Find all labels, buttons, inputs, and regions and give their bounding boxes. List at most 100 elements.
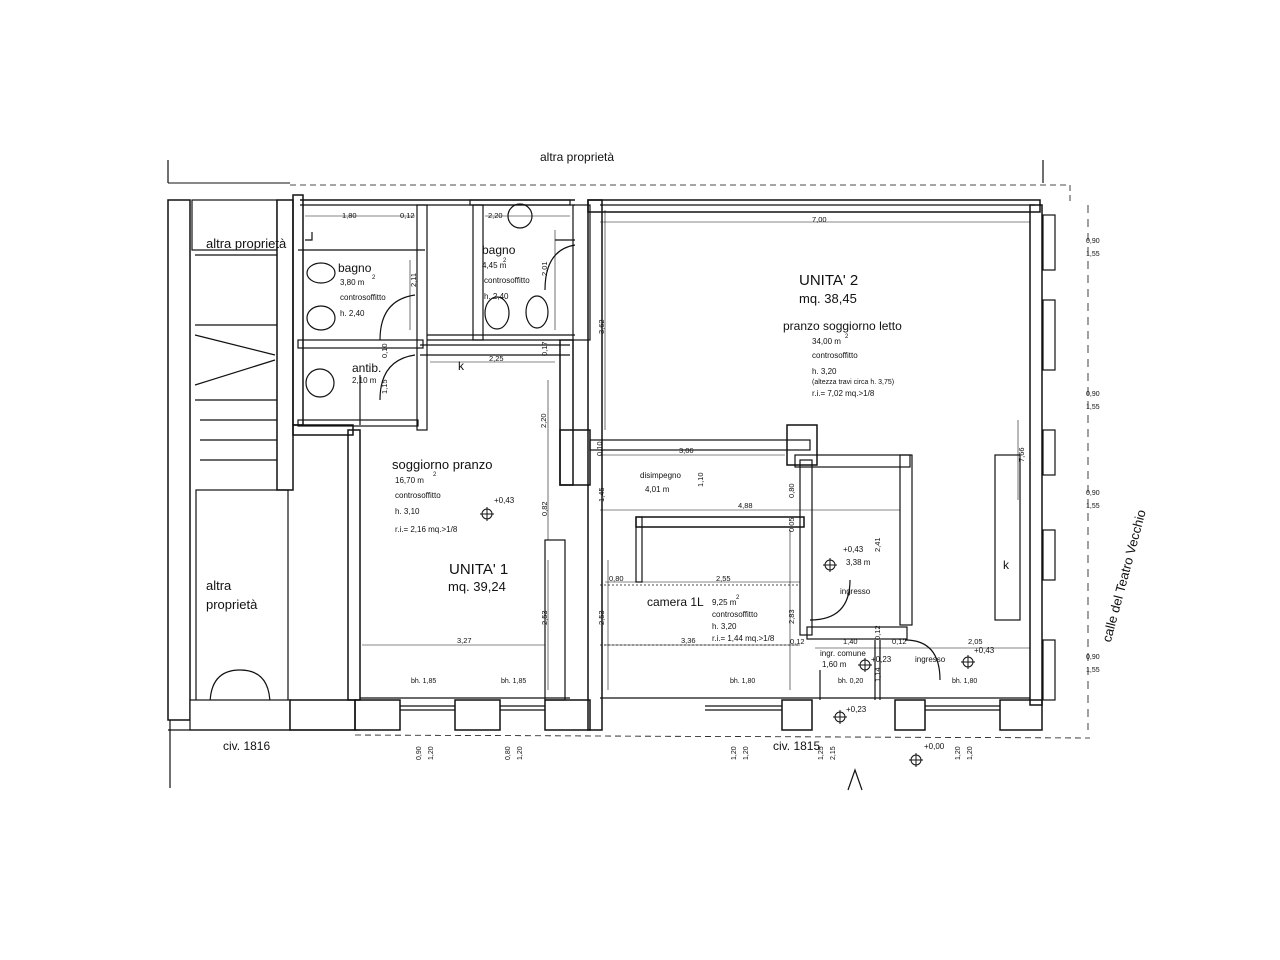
unit2-living-ceiling: controsoffitto	[812, 351, 858, 360]
window-bottom-b: 2,15	[830, 746, 837, 760]
unit2-camera-height: h. 3,20	[712, 622, 737, 631]
window-bottom-b: 1,20	[517, 746, 524, 760]
neighbour-left: altra proprietà	[206, 578, 258, 612]
unit2-camera-ri: r.i.= 1,44 mq.>1/8	[712, 634, 775, 643]
dim-label: 1,40	[843, 637, 858, 646]
dim-label: 3,27	[457, 636, 472, 645]
window-bh-label: bh. 1,80	[730, 678, 756, 685]
neighbour-top-left: altra proprietà	[206, 236, 287, 251]
unit2-bath-name: bagno	[482, 243, 516, 257]
unit1-bath-height: h. 2,40	[340, 309, 365, 318]
dim-label: 3,36	[681, 636, 696, 645]
dim-label: 0,12	[873, 625, 882, 640]
window-bottom-a: 0,80	[505, 746, 512, 760]
unit2-ingresso-area: 3,38 m	[846, 558, 871, 567]
unit1-bath-name: bagno	[338, 261, 372, 275]
dim-label: 2,55	[716, 574, 731, 583]
dim-label: 4,88	[738, 501, 753, 510]
dim-label: 1,80	[342, 211, 357, 220]
dim-label: 7,66	[1017, 447, 1026, 462]
window-bh-label: bh. 1,85	[411, 678, 437, 685]
dim-label: 0,12	[790, 637, 805, 646]
level-street: +0,00	[924, 742, 945, 751]
window-bottom-b: 1,20	[428, 746, 435, 760]
unit2-bath-area: 4,45 m	[482, 261, 507, 270]
window-right-b: 1,55	[1086, 404, 1100, 411]
common-entrance-area: 1,60 m	[822, 660, 847, 669]
dim-label: 0,05	[787, 517, 796, 532]
window-bottom-b: 1,20	[743, 746, 750, 760]
dim-label: 1,10	[696, 472, 705, 487]
dim-label: 0,12	[892, 637, 907, 646]
unit1-antib-name: antib.	[352, 361, 382, 375]
unit1-title: UNITA' 1	[449, 561, 509, 578]
window-bh-label: bh. 1,85	[501, 678, 527, 685]
window-right-a: 0,90	[1086, 391, 1100, 398]
unit2-living-area: 34,00 m	[812, 337, 841, 346]
dim-label: 1,45	[597, 487, 606, 502]
unit2-camera-area: 9,25 m	[712, 598, 737, 607]
unit2-bath-height: h. 2,40	[484, 292, 509, 301]
dim-label: 2,05	[968, 637, 983, 646]
dim-label: 2,11	[409, 272, 418, 287]
window-bottom-a: 0,90	[416, 746, 423, 760]
unit2-living-note: (altezza travi circa h. 3,75)	[812, 379, 895, 386]
unit2-camera-ceiling: controsoffitto	[712, 610, 758, 619]
dim-label: 3,06	[679, 446, 694, 455]
dim-label: 1,15	[380, 379, 389, 394]
street-top-label: altra proprietà	[540, 150, 615, 164]
dim-label: 2,83	[787, 609, 796, 624]
window-right-a: 0,90	[1086, 238, 1100, 245]
unit1-kitchen-marker: k	[458, 359, 464, 373]
unit1-living-level: +0,43	[494, 496, 515, 505]
dim-label: 0,12	[400, 211, 415, 220]
dim-label: 2,53	[540, 610, 549, 625]
unit2-camera-name: camera 1L	[647, 595, 704, 609]
window-bottom-a: 1,25	[818, 746, 825, 760]
window-bottom-a: 1,20	[731, 746, 738, 760]
civic-number-right: civ. 1815	[773, 739, 821, 753]
unit1-living-ri: r.i.= 2,16 mq.>1/8	[395, 525, 458, 534]
window-right-a: 0,90	[1086, 654, 1100, 661]
unit2-title: UNITA' 2	[799, 272, 859, 289]
dim-label: 0,80	[787, 483, 796, 498]
unit2-living-height: h. 3,20	[812, 367, 837, 376]
right-entrance-level: +0,43	[974, 646, 995, 655]
level-outside: +0,23	[846, 705, 867, 714]
window-right-b: 1,55	[1086, 503, 1100, 510]
common-entrance-name: ingr. comune	[820, 649, 866, 658]
unit2-bath-ceiling: controsoffitto	[484, 276, 530, 285]
civic-number-left: civ. 1816	[223, 739, 271, 753]
window-right-b: 1,55	[1086, 251, 1100, 258]
unit1-antib-area: 2,10 m	[352, 376, 377, 385]
unit2-disimpegno-name: disimpegno	[640, 471, 681, 480]
unit2-living-ri: r.i.= 7,02 mq.>1/8	[812, 389, 875, 398]
unit1-bath-ceiling: controsoffitto	[340, 293, 386, 302]
common-entrance-bh: bh. 0,20	[838, 678, 864, 685]
unit1-bath-area: 3,80 m	[340, 278, 365, 287]
unit1-living-ceiling: controsoffitto	[395, 491, 441, 500]
dim-label: 0,10	[595, 441, 604, 456]
dim-label: 3,62	[597, 319, 606, 334]
dim-label: 2,20	[539, 413, 548, 428]
window-bottom-a: 1,20	[955, 746, 962, 760]
dim-label: 2,25	[489, 354, 504, 363]
unit2-ingresso-name: ingresso	[840, 587, 871, 596]
unit2-living-name: pranzo soggiorno letto	[783, 319, 902, 333]
unit2-ingresso-level: +0,43	[843, 545, 864, 554]
unit2-area: mq. 38,45	[799, 291, 857, 306]
unit1-area: mq. 39,24	[448, 579, 506, 594]
dim-label: 2,41	[873, 537, 882, 552]
unit1-living-height: h. 3,10	[395, 507, 420, 516]
common-entrance-level: +0,23	[871, 655, 892, 664]
dim-label: 2,01	[540, 261, 549, 276]
dim-label: 2,20	[488, 211, 503, 220]
unit1-living-name: soggiorno pranzo	[392, 457, 493, 472]
dim-label: 0,10	[380, 343, 389, 358]
window-bottom-b: 1,20	[967, 746, 974, 760]
window-right-a: 0,90	[1086, 490, 1100, 497]
unit1-living-area: 16,70 m	[395, 476, 424, 485]
dim-label: 7,00	[812, 215, 827, 224]
dim-label: 0,17	[540, 341, 549, 356]
